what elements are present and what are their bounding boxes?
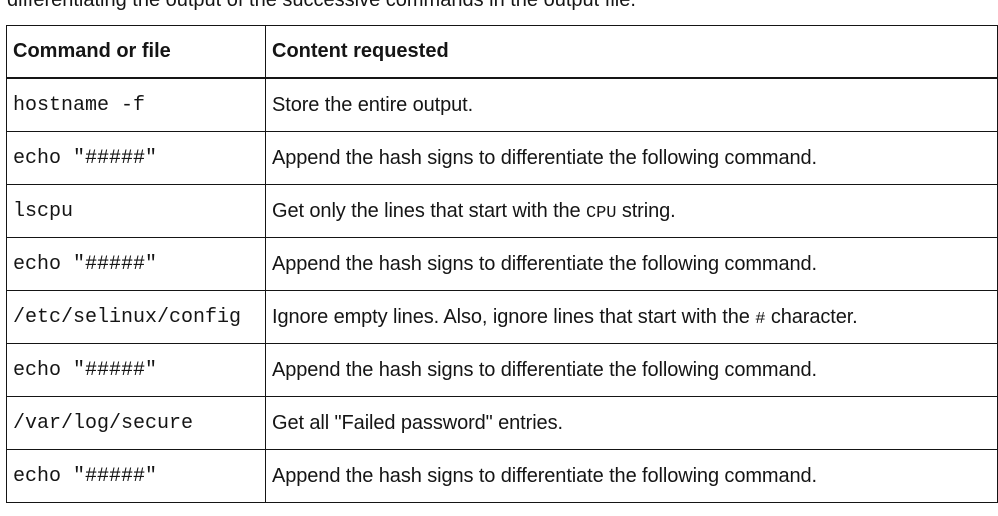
table-row: /etc/selinux/config Ignore empty lines. … [6,290,998,344]
table-row: lscpu Get only the lines that start with… [6,184,998,238]
content-text: Append the hash signs to differentiate t… [272,464,817,487]
content-cell: Append the hash signs to differentiate t… [265,237,998,291]
content-text: Append the hash signs to differentiate t… [272,146,817,169]
command-cell: echo "#####" [6,449,266,503]
command-cell: echo "#####" [6,131,266,185]
content-text: Get only the lines that start with the [272,199,587,222]
command-cell: lscpu [6,184,266,238]
content-text: Ignore empty lines. Also, ignore lines t… [272,305,756,328]
content-cell: Ignore empty lines. Also, ignore lines t… [265,290,998,344]
content-cell: Append the hash signs to differentiate t… [265,343,998,397]
command-cell: /etc/selinux/config [6,290,266,344]
content-cell: Store the entire output. [265,77,998,132]
command-cell: /var/log/secure [6,396,266,450]
table-row: echo "#####" Append the hash signs to di… [6,343,998,397]
command-cell: echo "#####" [6,343,266,397]
inline-code: CPU [586,203,617,223]
table-row: echo "#####" Append the hash signs to di… [6,237,998,291]
table-row: hostname -f Store the entire output. [6,77,998,132]
content-cell: Append the hash signs to differentiate t… [265,449,998,503]
header-command-or-file: Command or file [6,25,266,79]
table-row: echo "#####" Append the hash signs to di… [6,449,998,503]
content-text: Get all "Failed password" entries. [272,411,563,434]
content-cell: Get all "Failed password" entries. [265,396,998,450]
content-text-after: string. [616,199,676,222]
command-cell: hostname -f [6,77,266,132]
inline-code: # [755,309,766,329]
header-content-requested: Content requested [265,25,998,79]
content-text: Store the entire output. [272,93,474,116]
content-cell: Get only the lines that start with the C… [265,184,998,238]
table-row: /var/log/secure Get all "Failed password… [6,396,998,450]
content-text: Append the hash signs to differentiate t… [272,358,817,381]
command-cell: echo "#####" [6,237,266,291]
table-row: echo "#####" Append the hash signs to di… [6,131,998,185]
content-text-after: character. [765,305,858,328]
content-text: Append the hash signs to differentiate t… [272,252,817,275]
commands-table: Command or file Content requested hostna… [6,25,998,503]
content-cell: Append the hash signs to differentiate t… [265,131,998,185]
intro-paragraph: differentiating the output of the succes… [7,0,636,11]
table-header-row: Command or file Content requested [6,25,998,79]
